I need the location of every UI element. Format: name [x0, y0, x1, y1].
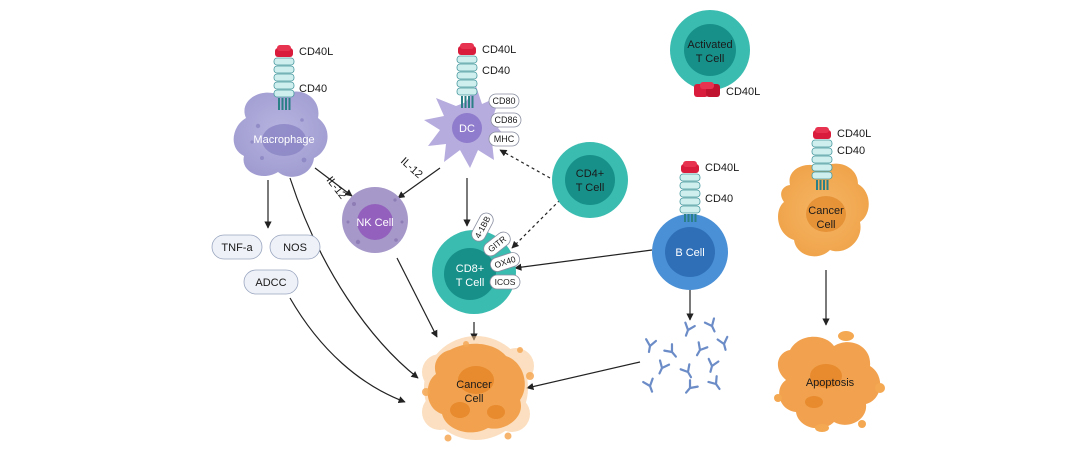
antibody-icon — [642, 377, 654, 393]
arrow-bcell-cd8 — [514, 249, 653, 271]
cd40l-label-dc: CD40L — [482, 44, 516, 56]
cd40-receptor-macrophage — [273, 45, 295, 110]
antibody-icon — [679, 363, 693, 379]
cancer-top-label-line1: Cancer — [808, 205, 844, 217]
cd8-t-cell: CD8+ T Cell 4-1BB GITR OX40 ICOS — [432, 212, 521, 314]
apoptosis-cell: Apoptosis — [774, 331, 885, 432]
macrophage-effects: TNF-a NOS ADCC — [211, 234, 321, 295]
cancer-top-label-line2: Cell — [817, 219, 836, 231]
antibody-icon — [645, 338, 658, 354]
cd40-receptor-dc — [456, 43, 478, 108]
cancer-cell-bottom: Cancer Cell — [422, 336, 534, 442]
cd4-label-line1: CD4+ — [576, 168, 604, 180]
antibody-icon — [707, 357, 720, 373]
cd40l-label-bcell: CD40L — [705, 162, 739, 174]
arrow-nk-cancer — [396, 257, 438, 338]
macrophage-cell: Macrophage — [233, 91, 328, 177]
effect-tnfa: TNF-a — [221, 242, 253, 254]
cd40-label-dc: CD40 — [482, 65, 510, 77]
marker-icos: ICOS — [495, 277, 516, 287]
marker-cd86: CD86 — [494, 115, 517, 125]
cd40-label-bcell: CD40 — [705, 193, 733, 205]
marker-cd80: CD80 — [492, 96, 515, 106]
cd40-label-macrophage: CD40 — [299, 83, 327, 95]
cd40l-ligand-icon — [694, 82, 720, 97]
marker-mhc: MHC — [494, 134, 515, 144]
dc-markers: CD80 CD86 MHC — [488, 93, 522, 147]
cd40-receptor-cancer — [811, 127, 833, 190]
effect-nos: NOS — [283, 242, 307, 254]
dendritic-cell: DC CD80 CD86 MHC — [424, 86, 522, 168]
dc-label: DC — [459, 123, 475, 135]
arrows — [264, 149, 830, 404]
apoptosis-label: Apoptosis — [806, 377, 855, 389]
antibody-icon — [663, 343, 677, 358]
activated-cd40l-label: CD40L — [726, 86, 760, 98]
arrow-adcc-cancer — [289, 297, 406, 404]
cd40-receptor-bcell — [679, 161, 701, 222]
antibodies-cluster — [642, 317, 729, 394]
il12-right-label: IL-12 — [398, 155, 425, 181]
arrow-cd4-dc — [499, 149, 551, 179]
cancer-cell-top: Cancer Cell — [778, 163, 869, 257]
activated-t-cell: Activated T Cell CD40L — [670, 10, 760, 98]
cd40-label-cancer: CD40 — [837, 145, 865, 157]
cancer-bottom-label-line1: Cancer — [456, 379, 492, 391]
cd40l-label-cancer: CD40L — [837, 128, 871, 140]
arrow-antibodies-cancer — [526, 361, 641, 391]
macrophage-label: Macrophage — [253, 134, 314, 146]
antibody-icon — [685, 379, 699, 394]
antibody-icon — [703, 317, 716, 333]
cd4-label-line2: T Cell — [576, 182, 605, 194]
antibody-icon — [707, 375, 721, 391]
arrow-macrophage-nk — [314, 167, 353, 197]
nk-cell: NK Cell — [342, 187, 408, 253]
antibody-icon — [716, 335, 729, 351]
il12-left-label: IL-12 — [324, 174, 349, 201]
b-cell: B Cell — [652, 214, 728, 290]
cd4-t-cell: CD4+ T Cell — [552, 142, 628, 218]
activated-label-line2: T Cell — [696, 53, 725, 65]
effect-adcc: ADCC — [255, 277, 286, 289]
activated-label-line1: Activated — [687, 39, 732, 51]
nk-label: NK Cell — [356, 217, 393, 229]
cd8-label-line2: T Cell — [456, 277, 485, 289]
cancer-bottom-label-line2: Cell — [465, 393, 484, 405]
arrow-dc-nk — [397, 167, 441, 199]
antibody-icon — [695, 341, 709, 357]
b-cell-label: B Cell — [675, 247, 704, 259]
arrow-cd4-cd8 — [511, 199, 561, 249]
antibody-icon — [684, 321, 696, 337]
antibody-icon — [658, 359, 671, 375]
cd40l-label-macrophage: CD40L — [299, 46, 333, 58]
arrow-macrophage-cancer — [289, 177, 419, 379]
cd8-label-line1: CD8+ — [456, 263, 484, 275]
